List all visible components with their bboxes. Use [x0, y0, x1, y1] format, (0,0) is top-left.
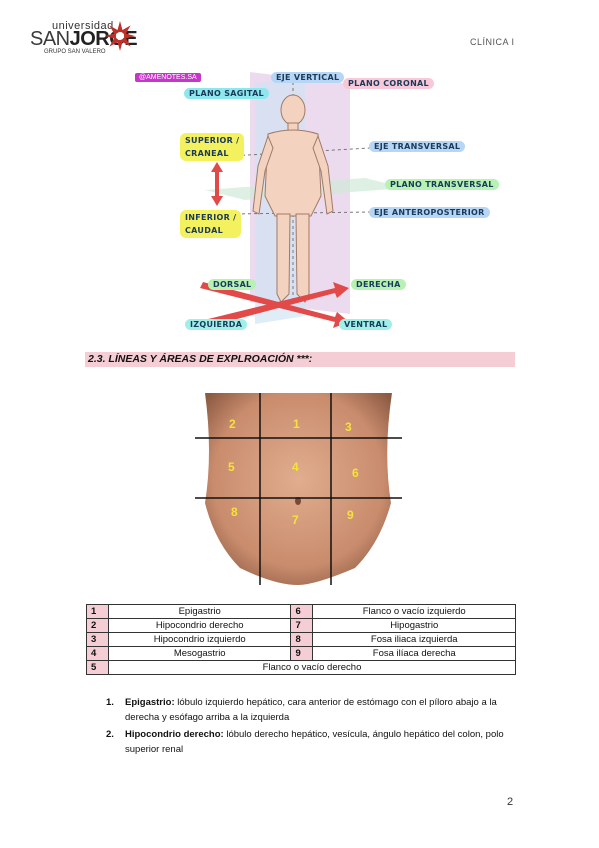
region-label: Hipogastrio [312, 618, 516, 633]
label-craneal: CRANEAL [185, 149, 229, 158]
list-item-number: 2. [106, 729, 114, 740]
table-row: 3 Hipocondrio izquierdo 8 Fosa iliaca iz… [86, 632, 516, 647]
logo-name-light: SAN [30, 28, 70, 50]
label-plano-sagital: PLANO SAGITAL [184, 88, 269, 99]
label-inferior: INFERIOR / [185, 213, 237, 222]
label-derecha: DERECHA [351, 279, 406, 290]
anatomy-illustration [200, 72, 405, 328]
label-superior: SUPERIOR / [185, 136, 240, 145]
region-number-7: 7 [292, 513, 299, 527]
anatomical-planes-figure: @AMENOTES.SA EJE VERTICAL PLANO CORONAL … [135, 66, 499, 338]
region-number-3: 3 [345, 420, 352, 434]
region-num: 7 [290, 618, 314, 633]
region-number-8: 8 [231, 505, 238, 519]
region-number-5: 5 [228, 460, 235, 474]
regions-table: 1 Epigastrio 6 Flanco o vacío izquierdo … [86, 604, 516, 675]
region-num: 2 [86, 618, 109, 633]
region-label: Hipocondrio derecho [107, 618, 292, 633]
label-eje-anteroposterior: EJE ANTEROPOSTERIOR [369, 207, 490, 218]
region-label: Mesogastrio [107, 646, 292, 661]
course-title: CLÍNICA I [470, 37, 515, 47]
region-num: 5 [86, 660, 109, 675]
region-number-9: 9 [347, 508, 354, 522]
list-item-text: lóbulo derecho hepático, vesícula, ángul… [125, 729, 504, 755]
label-superior-craneal: SUPERIOR / CRANEAL [180, 133, 245, 161]
region-num: 8 [290, 632, 314, 647]
region-number-1: 1 [293, 417, 300, 431]
logo-universidad-text: universidad [52, 20, 114, 32]
region-num: 3 [86, 632, 109, 647]
list-item-text: lóbulo izquierdo hepático, cara anterior… [125, 697, 497, 723]
region-label: Fosa ilíaca derecha [312, 646, 516, 661]
region-number-6: 6 [352, 466, 359, 480]
region-label: Flanco o vacío izquierdo [312, 604, 516, 619]
table-row: 2 Hipocondrio derecho 7 Hipogastrio [86, 618, 516, 633]
region-label: Fosa iliaca izquierda [312, 632, 516, 647]
table-row: 1 Epigastrio 6 Flanco o vacío izquierdo [86, 604, 516, 619]
list-item-term: Epigastrio: [125, 697, 175, 708]
region-num: 9 [290, 646, 314, 661]
label-caudal: CAUDAL [185, 226, 224, 235]
list-item-term: Hipocondrio derecho: [125, 729, 224, 740]
list-item: 2. Hipocondrio derecho: lóbulo derecho h… [106, 727, 518, 757]
region-label: Flanco o vacío derecho [108, 660, 516, 675]
section-heading: 2.3. LÍNEAS Y ÁREAS DE EXPLROACIÓN ***: [85, 352, 515, 367]
table-row: 4 Mesogastrio 9 Fosa ilíaca derecha [86, 646, 516, 661]
logo-star-icon [105, 21, 135, 51]
label-izquierda: IZQUIERDA [185, 319, 248, 330]
label-inferior-caudal: INFERIOR / CAUDAL [180, 210, 242, 238]
region-label: Epigastrio [107, 604, 292, 619]
label-ventral: VENTRAL [339, 319, 393, 330]
region-num: 4 [86, 646, 109, 661]
label-eje-transversal: EJE TRANSVERSAL [369, 141, 466, 152]
instagram-handle-badge: @AMENOTES.SA [135, 73, 201, 82]
region-num: 1 [86, 604, 109, 619]
region-label: Hipocondrio izquierdo [107, 632, 292, 647]
page-number: 2 [507, 796, 514, 808]
table-row: 5 Flanco o vacío derecho [86, 660, 516, 675]
label-dorsal: DORSAL [208, 279, 257, 290]
label-eje-vertical: EJE VERTICAL [271, 72, 345, 83]
region-number-2: 2 [229, 417, 236, 431]
regions-description-list: 1. Epigastrio: lóbulo izquierdo hepático… [106, 695, 518, 759]
region-number-4: 4 [292, 460, 299, 474]
label-plano-coronal: PLANO CORONAL [343, 78, 434, 89]
abdomen-photo [195, 393, 402, 585]
list-item-number: 1. [106, 697, 114, 708]
label-plano-transversal: PLANO TRANSVERSAL [385, 179, 499, 190]
region-num: 6 [290, 604, 314, 619]
logo-group-text: GRUPO SAN VALERO [44, 49, 106, 55]
abdominal-regions-image: 2 1 3 5 4 6 8 7 9 [195, 393, 402, 585]
list-item: 1. Epigastrio: lóbulo izquierdo hepático… [106, 695, 518, 725]
